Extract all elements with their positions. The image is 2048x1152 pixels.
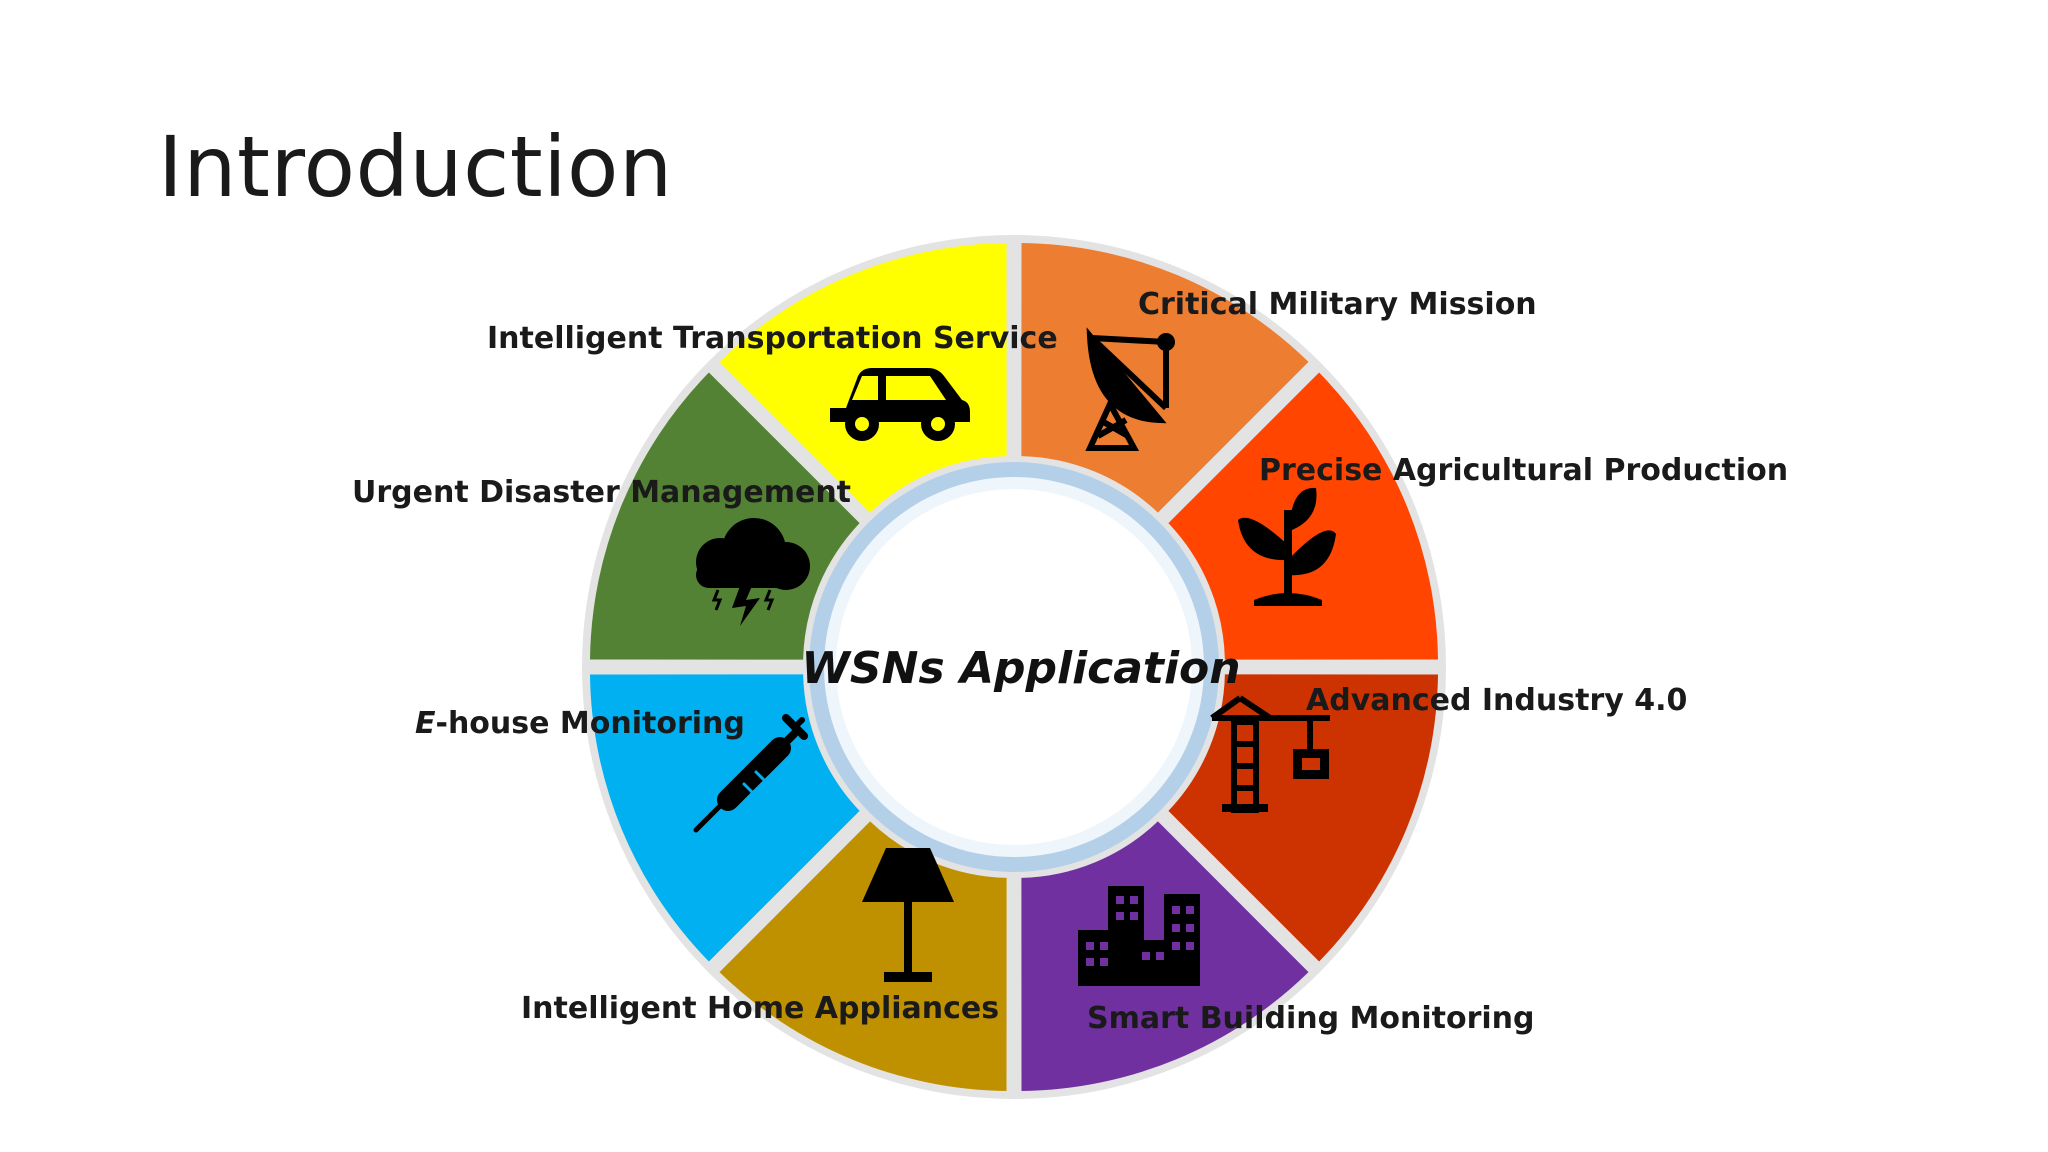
- label-industry: Advanced Industry 4.0: [1306, 683, 1687, 718]
- car-icon: [830, 368, 970, 441]
- segment-ehouse: [590, 674, 860, 962]
- label-agriculture: Precise Agricultural Production: [1259, 453, 1788, 488]
- label-ehouse-rest: -house Monitoring: [436, 706, 745, 741]
- label-ehouse: E-house Monitoring: [415, 706, 745, 741]
- crane-icon: [1210, 695, 1330, 813]
- label-disaster: Urgent Disaster Management: [352, 475, 851, 510]
- storm-cloud-icon: [696, 518, 810, 626]
- label-transportation: Intelligent Transportation Service: [487, 321, 1058, 356]
- plant-icon: [1238, 487, 1336, 606]
- label-home: Intelligent Home Appliances: [521, 991, 999, 1026]
- center-disc: [836, 489, 1192, 845]
- satellite-dish-icon: [1085, 327, 1175, 451]
- lamp-icon: [862, 848, 954, 982]
- slide-title: Introduction: [158, 118, 673, 216]
- buildings-icon: [1078, 886, 1200, 986]
- label-building: Smart Building Monitoring: [1087, 1001, 1534, 1036]
- label-military: Critical Military Mission: [1138, 287, 1537, 322]
- label-ehouse-prefix: E: [415, 706, 436, 741]
- syringe-icon: [693, 714, 808, 833]
- center-label: WSNs Application: [801, 643, 1240, 694]
